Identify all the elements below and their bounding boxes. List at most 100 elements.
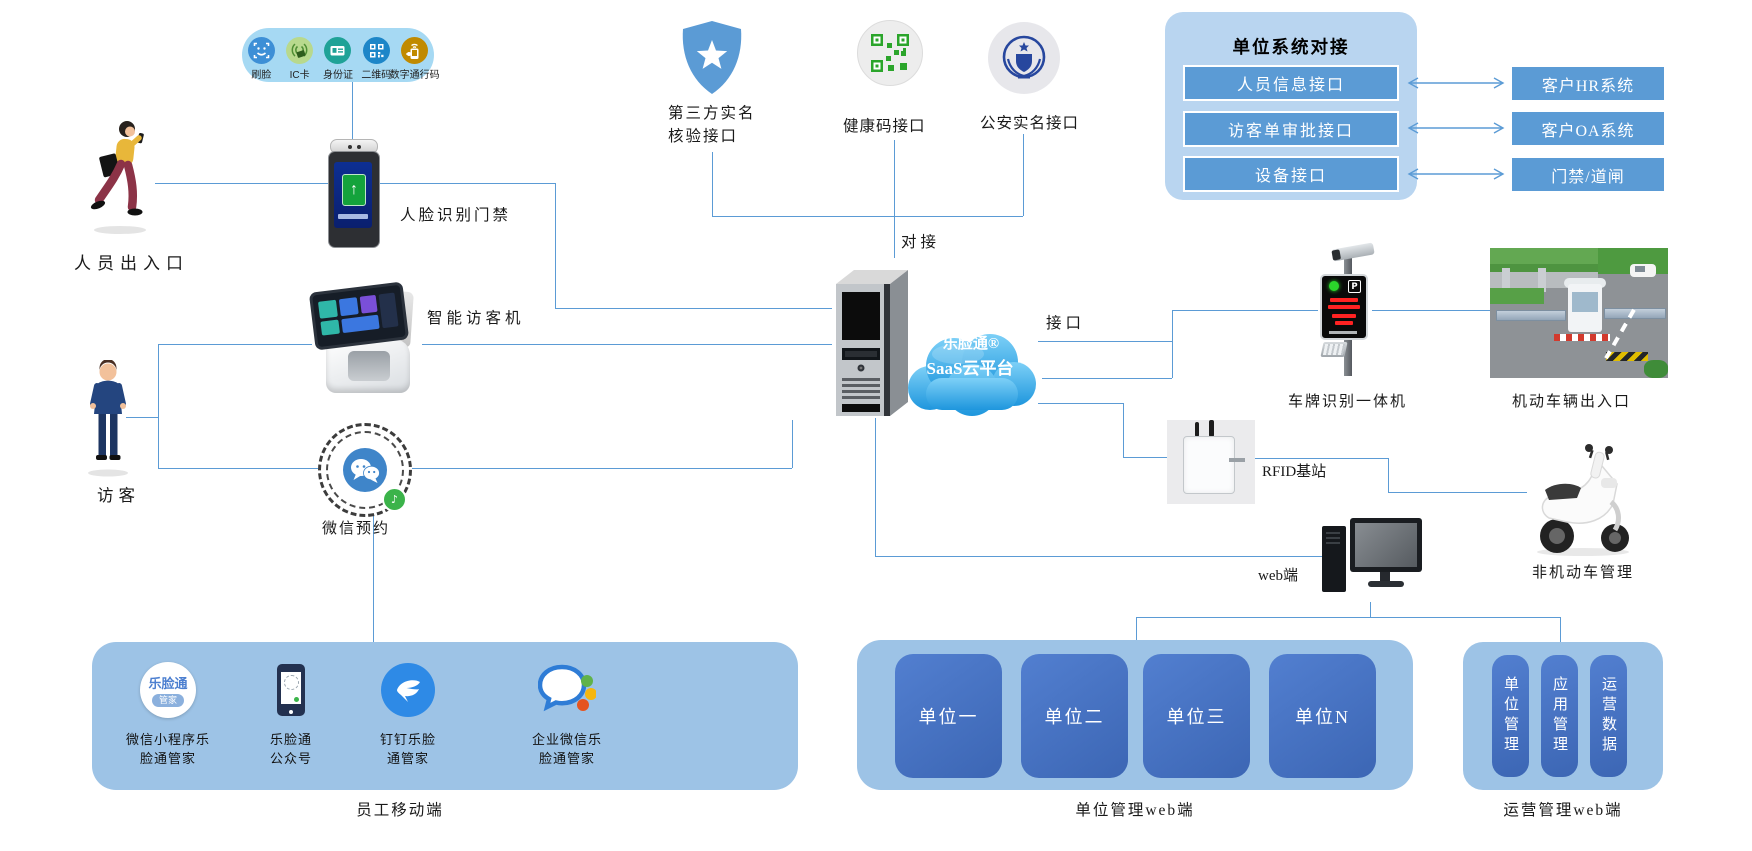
qr-dashed-ring-outer	[318, 423, 412, 517]
rfid-connector	[1229, 458, 1245, 462]
visitor-kiosk-label: 智能访客机	[427, 310, 525, 327]
unit-integration-title: 单位系统对接	[1232, 37, 1350, 57]
connector-line	[555, 183, 556, 308]
connector-line	[377, 183, 555, 184]
web-terminal-label: web端	[1258, 568, 1298, 584]
connector-line	[1172, 310, 1318, 311]
connector-line	[1042, 378, 1172, 379]
access-mode-label: 身份证	[322, 70, 353, 81]
connector-line	[158, 344, 312, 345]
plate-camera-label: 车牌识别一体机	[1288, 394, 1408, 410]
connector-line	[1038, 403, 1123, 404]
lelian-icon-badge: 管家	[151, 694, 184, 707]
access-mode-label: IC卡	[289, 70, 310, 81]
wechat-work-icon	[538, 664, 596, 712]
connector-line	[1123, 457, 1167, 458]
face-gate-label: 人脸识别门禁	[400, 207, 512, 224]
scooter-illustration	[1527, 438, 1641, 558]
wechat-icon	[343, 448, 387, 492]
vehicle-gate-illustration	[1490, 248, 1668, 378]
interface-bar-personnel: 人员信息接口	[1183, 65, 1399, 101]
app-label: 微信小程序乐 脸通管家	[105, 730, 231, 768]
music-note-icon: ♪	[382, 487, 407, 512]
plate-camera-illustration: P	[1318, 242, 1375, 382]
non-motor-label: 非机动车管理	[1532, 565, 1635, 581]
employee-mobile-panel	[92, 642, 798, 790]
connector-line	[352, 82, 353, 140]
walking-person-illustration	[90, 121, 146, 234]
access-methods-pill: 刷脸 IC卡 身份证	[242, 28, 440, 82]
pc-base	[1368, 581, 1404, 587]
qr-dashed-ring-inner	[326, 431, 404, 509]
connector-line	[712, 216, 1023, 217]
rfid-box	[1183, 436, 1235, 494]
double-arrow-icon	[1407, 122, 1505, 134]
connector-line	[1023, 134, 1024, 216]
saas-cloud-icon	[908, 334, 1036, 416]
connector-line	[373, 514, 374, 642]
external-hr-system: 客户HR系统	[1512, 67, 1664, 100]
pc-tower	[1322, 526, 1346, 592]
antenna-icon	[1195, 422, 1199, 437]
connector-line	[712, 152, 713, 216]
ops-pill-ops-data: 运营数据	[1590, 655, 1627, 777]
connector-line	[1370, 602, 1371, 617]
phone-qr-icon	[277, 664, 305, 716]
visitor-illustration	[88, 360, 128, 477]
app-official-account: 乐脸通 公众号	[228, 658, 354, 768]
face-scan-icon	[247, 37, 275, 64]
connector-line	[894, 140, 895, 258]
cloud-brand-label: 乐脸通®	[942, 336, 1000, 352]
connector-line	[155, 183, 328, 184]
double-arrow-icon	[1407, 77, 1505, 89]
vehicle-entrance-label: 机动车辆出入口	[1512, 394, 1632, 410]
cloud-platform-label: SaaS云平台	[926, 359, 1014, 378]
ops-web-caption: 运营管理web端	[1503, 802, 1623, 819]
face-gate-device: ↑	[328, 151, 380, 248]
external-gate-system: 门禁/道闸	[1512, 158, 1664, 191]
health-code-label: 健康码接口	[843, 118, 926, 135]
app-label: 乐脸通 公众号	[228, 730, 354, 768]
face-gate-screen-bar	[338, 214, 368, 219]
arrow-up-icon: ↑	[342, 174, 366, 206]
access-mode-digital-pass: 数字通行码	[390, 37, 440, 81]
connector-line	[1372, 310, 1490, 311]
access-mode-label: 数字通行码	[389, 70, 440, 81]
green-light-icon	[1329, 281, 1339, 291]
app-label-line1: 微信小程序乐	[125, 732, 210, 747]
camera-arm-icon	[1331, 242, 1375, 262]
ic-card-icon	[286, 37, 314, 64]
wechat-miniprogram-qr: ♪	[318, 423, 412, 517]
access-mode-ic-card: IC卡	[281, 37, 319, 81]
lelian-icon-title: 乐脸通	[148, 676, 188, 691]
external-oa-system: 客户OA系统	[1512, 112, 1664, 145]
app-dingtalk: 钉钉乐脸 通管家	[345, 658, 471, 768]
connector-line	[792, 420, 793, 468]
lelian-butler-icon: 乐脸通 管家	[140, 662, 196, 718]
antenna-icon	[1209, 420, 1214, 437]
double-arrow-icon	[1407, 168, 1505, 180]
connector-line	[1255, 458, 1388, 459]
connector-line	[126, 417, 158, 418]
qr-code-icon	[362, 37, 390, 64]
connector-line	[1172, 310, 1173, 378]
app-label-line2: 通管家	[386, 751, 429, 766]
connector-line	[158, 344, 159, 468]
interface-bar-visitor-approval: 访客单审批接口	[1183, 111, 1399, 147]
display-footer-bar	[1329, 331, 1357, 334]
server-illustration	[836, 270, 908, 416]
plate-display: P	[1320, 274, 1368, 340]
visitor-label: 访客	[97, 486, 140, 505]
rfid-station-illustration	[1167, 420, 1255, 504]
shield-star-icon	[682, 21, 742, 94]
connector-line	[875, 556, 1322, 557]
app-label-line2: 脸通管家	[139, 751, 196, 766]
unit-pill-1: 单位一	[895, 654, 1002, 778]
access-mode-label: 二维码	[361, 70, 392, 81]
rfid-label: RFID基站	[1262, 464, 1327, 480]
wechat-booking-label: 微信预约	[322, 521, 391, 537]
access-mode-id-card: 身份证	[319, 37, 357, 81]
health-code-icon	[857, 20, 923, 86]
app-label-line2: 脸通管家	[538, 751, 595, 766]
connector-line	[1136, 617, 1560, 618]
